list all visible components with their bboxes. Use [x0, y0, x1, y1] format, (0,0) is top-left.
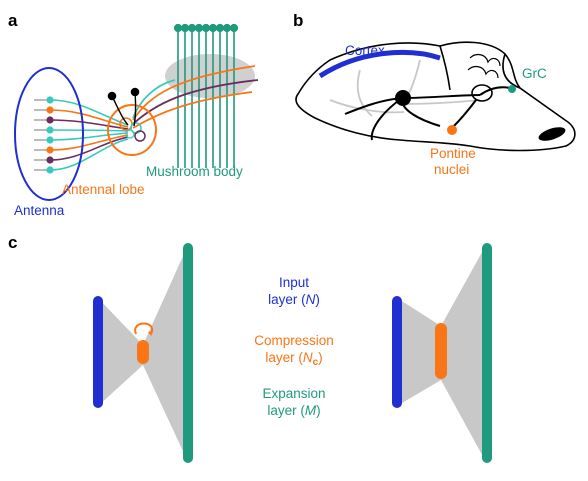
cortex-label: Cortex [345, 43, 385, 58]
cerebellar-nuclei [471, 84, 493, 102]
expansion-layer-bar-right [482, 243, 492, 463]
cerebellum-folia [467, 53, 501, 79]
antennal-lobe [107, 104, 157, 156]
expansion-layer-bar-left [183, 243, 193, 463]
compression-layer-bar-right [435, 323, 447, 379]
grc-label: GrC [522, 66, 547, 81]
cortex [318, 49, 441, 79]
panel-a-letter: a [8, 11, 18, 30]
antenna [14, 67, 84, 201]
network-right [392, 243, 492, 463]
expansion-label-line2: layer (M) [267, 403, 320, 418]
local-interneurons [107, 87, 140, 127]
projection-neurons [132, 65, 259, 129]
input-layer-bar-right [392, 296, 402, 408]
antennal-lobe-label: Antennal lobe [62, 182, 145, 197]
grc-node [508, 85, 516, 93]
input-label-line1: Input [279, 275, 309, 290]
compression-label-line1: Compression [254, 333, 334, 348]
pontine-label-line2: nuclei [434, 162, 469, 177]
compression-layer-node-left [137, 340, 149, 364]
panel-c-letter: c [8, 233, 17, 252]
panel-b-letter: b [293, 11, 303, 30]
thalamus-node [395, 90, 411, 106]
mushroom-body-kenyon-cells [173, 23, 239, 168]
brain-outline [295, 41, 576, 152]
network-left [93, 243, 193, 463]
input-layer-bar-left [93, 296, 103, 408]
expansion-label-line1: Expansion [262, 386, 325, 401]
layer-legend: Input layer (N) Compression layer (Nc) E… [254, 275, 334, 418]
mushroom-body-label: Mushroom body [146, 164, 243, 179]
compression-label-line2: layer (Nc) [265, 350, 322, 368]
brainstem-ellipse [538, 127, 566, 141]
pontine-nucleus-node [447, 125, 457, 135]
input-label-line2: layer (N) [268, 292, 320, 307]
pontine-label-line1: Pontine [430, 146, 476, 161]
mushroom-body-calyx [165, 54, 255, 98]
antenna-label: Antenna [14, 203, 65, 218]
recurrent-arrow-head [148, 331, 153, 336]
recurrent-loop [134, 322, 154, 335]
